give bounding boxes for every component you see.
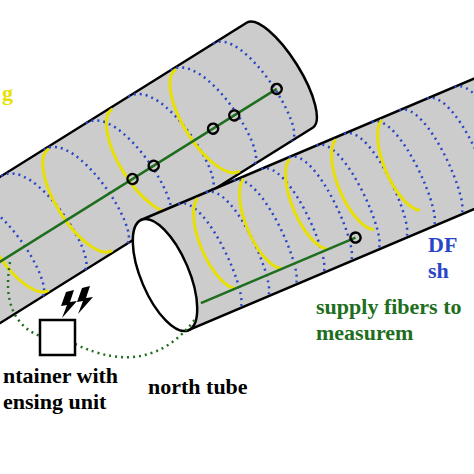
text-label: supply fibers to measurem: [316, 294, 466, 346]
supply-fiber: [8, 262, 40, 336]
container-square: [0, 318, 140, 357]
text-label: g: [2, 80, 42, 106]
text-label: north tube: [148, 374, 278, 400]
container-box: ntainer with ensing unit: [0, 318, 140, 415]
supply-fiber: [75, 318, 196, 357]
node-label: ntainer with ensing unit: [0, 363, 140, 415]
text-label: DF sh: [428, 232, 472, 284]
lightning-symbol: [61, 286, 93, 318]
